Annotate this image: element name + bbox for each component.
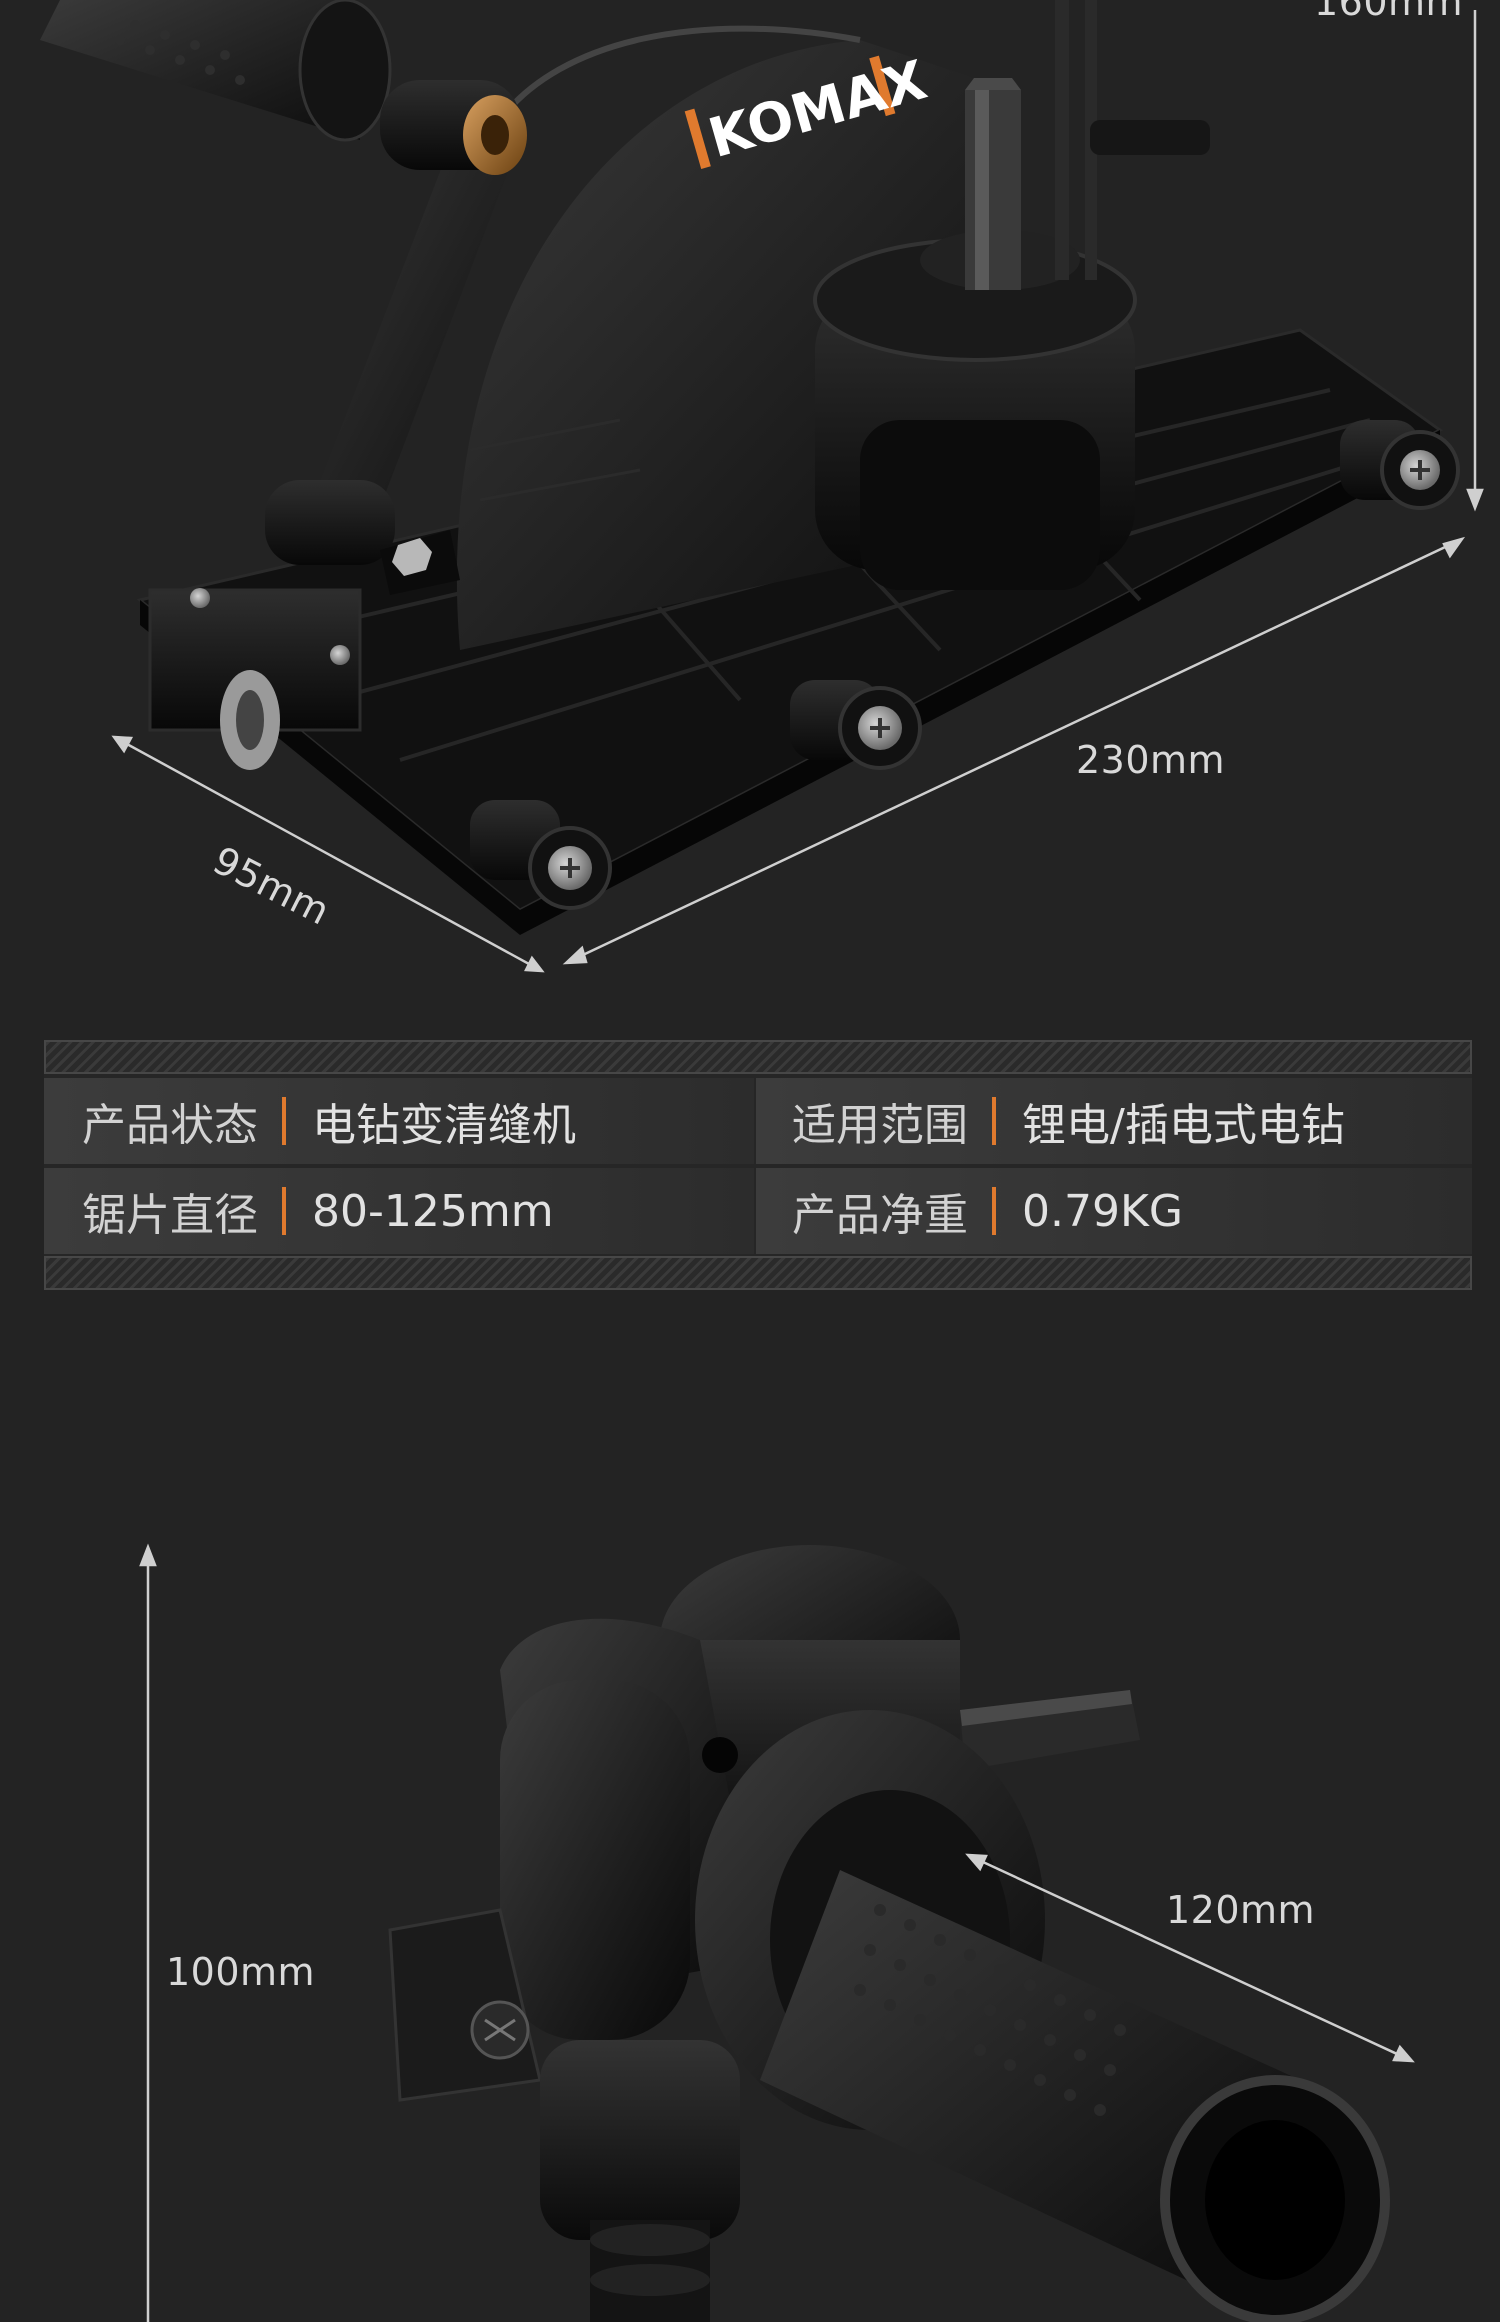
handle-arm — [265, 120, 520, 595]
spec-value: 电钻变清缝机 — [312, 1100, 576, 1151]
grip-handle — [760, 1870, 1390, 2322]
spec-separator — [992, 1097, 996, 1145]
side-handle — [40, 0, 527, 175]
spindle-bottom — [540, 2040, 740, 2322]
spec-cell-net-weight: 产品净重 0.79KG — [756, 1168, 1472, 1254]
dimension-label-height: 160mm — [1314, 0, 1464, 24]
dimension-arrow-length — [562, 536, 1466, 965]
spec-label: 锯片直径 — [82, 1190, 258, 1241]
spec-separator — [992, 1187, 996, 1235]
side-bracket — [148, 588, 362, 770]
spec-value: 80-125mm — [312, 1185, 554, 1237]
roller-back-right — [1340, 420, 1460, 510]
dimension-label-height-2: 100mm — [166, 1950, 316, 1994]
spec-value: 0.79KG — [1022, 1185, 1183, 1237]
dimension-arrow-height-2 — [139, 1543, 157, 2322]
product-photo-gear-head — [139, 1543, 1415, 2322]
dimension-label-handle: 120mm — [1166, 1888, 1316, 1932]
spec-cell-product-state: 产品状态 电钻变清缝机 — [44, 1078, 754, 1164]
hex-shaft-2 — [960, 1690, 1140, 1770]
depth-rod — [1055, 0, 1210, 280]
spec-cell-blade-diameter: 锯片直径 80-125mm — [44, 1168, 754, 1254]
spec-cell-applicable-range: 适用范围 锂电/插电式电钻 — [756, 1078, 1472, 1164]
main-body — [500, 1618, 854, 2040]
spec-table: 产品状态 电钻变清缝机 适用范围 锂电/插电式电钻 锯片直径 80-125mm … — [44, 1040, 1472, 1290]
clamp-bracket — [388, 1908, 542, 2102]
hex-shaft — [965, 78, 1021, 290]
spec-value: 锂电/插电式电钻 — [1022, 1100, 1345, 1151]
dimension-label-length: 230mm — [1076, 738, 1226, 782]
roller-front-middle — [790, 680, 922, 770]
spec-separator — [282, 1187, 286, 1235]
dimension-arrow-width — [111, 735, 545, 973]
roller-front-left — [470, 800, 612, 910]
spec-table-hatch-bottom — [44, 1256, 1472, 1290]
dimension-arrow-height — [1466, 10, 1484, 512]
spec-label: 产品净重 — [792, 1190, 968, 1241]
dimension-arrow-handle — [965, 1853, 1415, 2063]
spec-label: 适用范围 — [792, 1100, 968, 1151]
spec-label: 产品状态 — [82, 1100, 258, 1151]
spec-table-hatch-top — [44, 1040, 1472, 1074]
spec-separator — [282, 1097, 286, 1145]
product-photo-cutter-base: KOMAX — [40, 0, 1484, 973]
